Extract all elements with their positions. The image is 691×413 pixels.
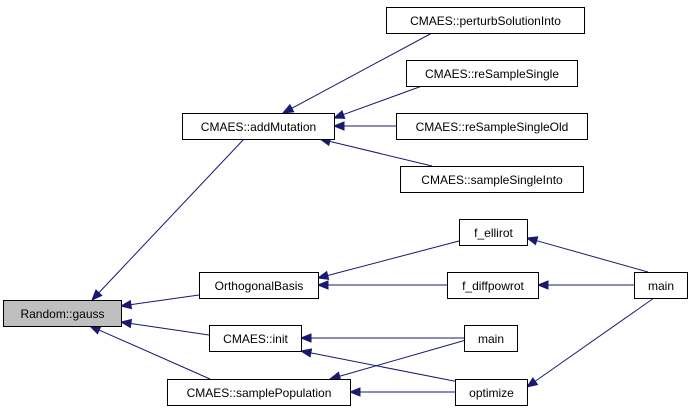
edge-samplePop-to-gauss bbox=[88, 325, 211, 380]
node-box[interactable] bbox=[167, 379, 351, 406]
node-box[interactable] bbox=[455, 379, 528, 406]
node-label: f_diffpowrot bbox=[462, 279, 524, 293]
node-label: main bbox=[648, 279, 674, 293]
node-init[interactable]: CMAES::init bbox=[209, 325, 302, 352]
node-box[interactable] bbox=[386, 7, 585, 34]
node-fDiffpow[interactable]: f_diffpowrot bbox=[447, 272, 539, 299]
edge-init-to-gauss bbox=[119, 318, 210, 336]
edge-reSample-to-addMutation bbox=[332, 85, 423, 119]
edge-line bbox=[339, 337, 474, 377]
arrowhead-icon bbox=[281, 103, 295, 114]
edge-line bbox=[343, 85, 423, 116]
arrowhead-icon bbox=[88, 325, 102, 335]
edge-line bbox=[130, 294, 200, 306]
edge-line bbox=[310, 352, 460, 383]
node-label: CMAES::init bbox=[223, 332, 288, 346]
arrowhead-icon bbox=[332, 109, 346, 119]
node-layer: Random::gauss CMAES::addMutationOrthogona… bbox=[3, 7, 688, 406]
edge-line bbox=[329, 140, 433, 167]
edge-line bbox=[536, 240, 649, 273]
edge-optimize-to-samplePop bbox=[348, 387, 455, 397]
node-label: f_ellirot bbox=[474, 226, 513, 240]
node-optimize[interactable]: optimize bbox=[455, 379, 528, 406]
edge-perturb-to-addMutation bbox=[281, 32, 433, 114]
node-main2[interactable]: main bbox=[634, 272, 688, 299]
node-reSampleOld[interactable]: CMAES::reSampleSingleOld bbox=[396, 113, 588, 140]
node-box[interactable] bbox=[406, 60, 578, 87]
node-samplePop[interactable]: CMAES::samplePopulation bbox=[167, 379, 351, 406]
node-label: CMAES::addMutation bbox=[201, 120, 316, 134]
node-box[interactable] bbox=[447, 272, 539, 299]
node-label: Random::gauss bbox=[20, 307, 104, 321]
arrowhead-icon bbox=[536, 280, 549, 290]
edge-reSampleOld-to-addMutation bbox=[332, 121, 396, 131]
arrowhead-icon bbox=[525, 236, 539, 246]
node-box[interactable] bbox=[199, 272, 319, 299]
edge-orthBasis-to-gauss bbox=[119, 294, 200, 310]
edge-optimize-to-init bbox=[299, 348, 460, 383]
edge-line bbox=[130, 322, 210, 336]
node-box[interactable] bbox=[459, 219, 528, 246]
node-perturb[interactable]: CMAES::perturbSolutionInto bbox=[386, 7, 585, 34]
arrowhead-icon bbox=[525, 377, 539, 388]
node-box[interactable] bbox=[209, 325, 302, 352]
edge-line bbox=[98, 329, 211, 380]
node-orthBasis[interactable]: OrthogonalBasis bbox=[199, 272, 319, 299]
edge-main2-to-fDiffpow bbox=[536, 280, 634, 290]
arrowhead-icon bbox=[299, 333, 312, 343]
edge-main1-to-init bbox=[299, 333, 464, 343]
edge-line bbox=[534, 297, 655, 382]
edge-fDiffpow-to-orthBasis bbox=[316, 280, 447, 290]
node-label: OrthogonalBasis bbox=[215, 279, 304, 293]
node-label: CMAES::perturbSolutionInto bbox=[410, 14, 561, 28]
arrowhead-icon bbox=[316, 280, 329, 290]
node-label: CMAES::reSampleSingle bbox=[425, 67, 559, 81]
edge-main1-to-samplePop bbox=[328, 337, 474, 381]
node-box[interactable] bbox=[400, 166, 584, 193]
arrowhead-icon bbox=[332, 121, 345, 131]
node-fEllirot[interactable]: f_ellirot bbox=[459, 219, 528, 246]
node-box[interactable] bbox=[634, 272, 688, 299]
node-main1[interactable]: main bbox=[464, 325, 518, 352]
arrowhead-icon bbox=[91, 289, 103, 301]
edge-fEllirot-to-orthBasis bbox=[316, 240, 460, 280]
node-box[interactable] bbox=[396, 113, 588, 140]
arrowhead-icon bbox=[299, 348, 313, 358]
edge-line bbox=[291, 32, 433, 109]
node-reSample[interactable]: CMAES::reSampleSingle bbox=[406, 60, 578, 87]
node-label: CMAES::sampleSingleInto bbox=[421, 173, 563, 187]
edge-addMutation-to-gauss bbox=[91, 138, 245, 301]
node-label: CMAES::reSampleSingleOld bbox=[416, 120, 569, 134]
node-sampleInto[interactable]: CMAES::sampleSingleInto bbox=[400, 166, 584, 193]
edge-line bbox=[327, 240, 460, 276]
node-box[interactable] bbox=[3, 300, 122, 327]
edge-layer bbox=[88, 32, 655, 397]
arrowhead-icon bbox=[348, 387, 361, 397]
arrowhead-icon bbox=[119, 299, 133, 310]
node-label: CMAES::samplePopulation bbox=[187, 386, 332, 400]
node-addMutation[interactable]: CMAES::addMutation bbox=[182, 113, 335, 140]
node-label: main bbox=[478, 332, 504, 346]
node-label: optimize bbox=[469, 386, 514, 400]
arrowhead-icon bbox=[328, 371, 342, 381]
edge-main2-to-fEllirot bbox=[525, 236, 649, 273]
edge-line bbox=[98, 138, 245, 294]
node-box[interactable] bbox=[464, 325, 518, 352]
arrowhead-icon bbox=[316, 270, 330, 280]
node-box[interactable] bbox=[182, 113, 335, 140]
edge-sampleInto-to-addMutation bbox=[318, 136, 433, 167]
node-gauss[interactable]: Random::gauss bbox=[3, 300, 122, 327]
edge-main2-to-optimize bbox=[525, 297, 655, 388]
arrowhead-icon bbox=[119, 318, 133, 329]
